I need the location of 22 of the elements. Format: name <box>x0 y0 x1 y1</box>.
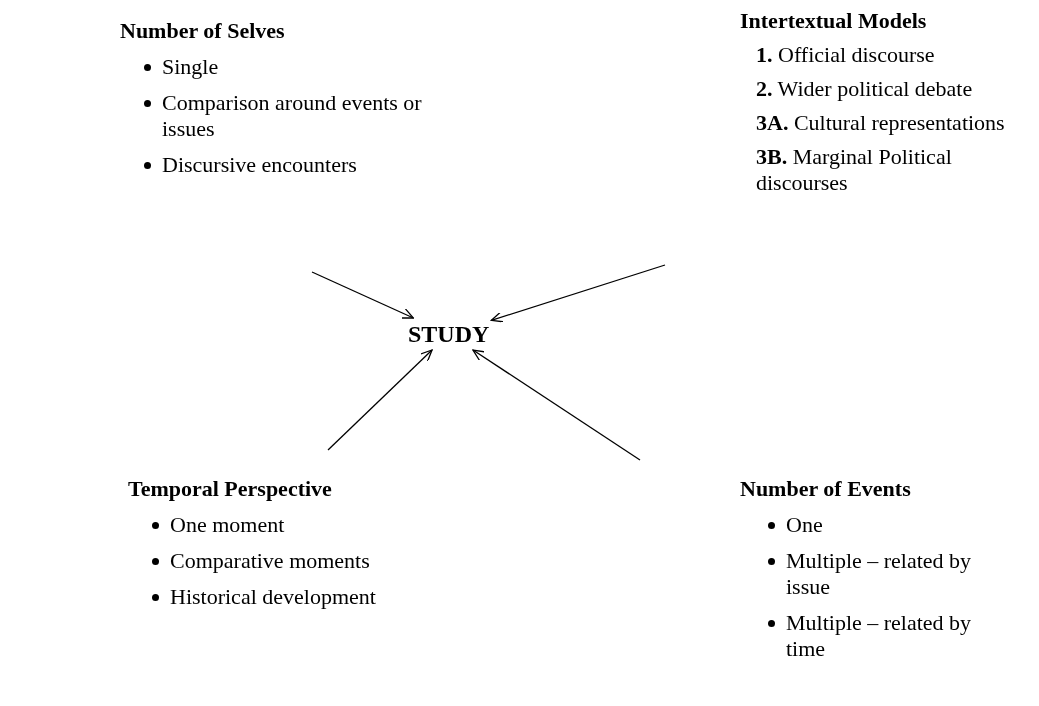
list-item: Discursive encounters <box>162 152 357 177</box>
section-heading: Intertextual Models <box>740 8 928 34</box>
arrow <box>490 264 666 323</box>
section-heading: Number of Events <box>740 476 912 502</box>
section-heading: Temporal Perspective <box>128 476 333 502</box>
list-item: One <box>786 512 823 537</box>
list-item: 3A. Cultural representations <box>756 110 1006 136</box>
center-label: STUDY <box>408 320 490 348</box>
list-item: One moment <box>170 512 285 537</box>
arrow <box>311 271 415 319</box>
list-item: 1. Official discourse <box>756 42 936 68</box>
list-item: Multiple – related by issue <box>786 548 972 599</box>
arrow <box>472 349 641 461</box>
arrow <box>327 349 433 451</box>
list-item: Single <box>162 54 219 79</box>
list-item: Comparative moments <box>170 548 370 573</box>
list-item: Multiple – related by time <box>786 610 972 661</box>
list-item: 2. Wider political debate <box>756 76 974 102</box>
list-item: 3B. Marginal Political discourses <box>756 144 953 196</box>
section-heading: Number of Selves <box>120 18 286 44</box>
list-item: Comparison around events or issues <box>162 90 422 141</box>
list-item: Historical development <box>170 584 376 609</box>
